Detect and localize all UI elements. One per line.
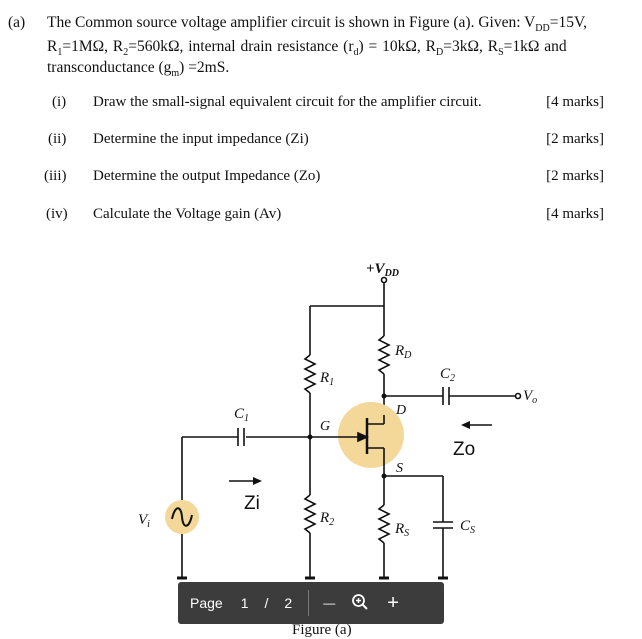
question-label: (a): [8, 14, 26, 31]
node-gate: [307, 434, 313, 440]
zoom-fit-button[interactable]: [351, 593, 369, 614]
r1-label: R1: [319, 370, 334, 388]
zi-arrow-head: [253, 477, 262, 485]
jfet-highlight: [338, 402, 404, 468]
vo-terminal: [514, 392, 522, 400]
question-line-1: The Common source voltage amplifier circ…: [47, 14, 588, 35]
question-line-3: transconductance (gm) =2mS.: [47, 59, 230, 80]
pdf-page-toolbar: Page 1 / 2 — +: [178, 582, 444, 624]
zoom-out-button[interactable]: —: [323, 596, 336, 610]
ac-wave-icon: [171, 507, 193, 527]
part-marks: [2 marks]: [546, 168, 604, 184]
cs-label: CS: [460, 518, 475, 536]
jfet-gate-arrow: [357, 431, 369, 443]
part-text: Determine the output Impedance (Zo): [93, 168, 321, 184]
rs-resistor: [377, 504, 391, 544]
part-num: (i): [52, 94, 67, 110]
question-line-2: R1=1MΩ, R2=560kΩ, internal drain resista…: [47, 38, 567, 59]
page-label: Page: [190, 595, 223, 611]
part-num: (iv): [46, 206, 68, 222]
part-text: Draw the small-signal equivalent circuit…: [93, 94, 482, 110]
rd-resistor: [377, 335, 391, 375]
c2-label: C2: [440, 366, 455, 384]
zoom-in-button[interactable]: +: [387, 591, 399, 614]
zo-label: Zo: [453, 439, 475, 460]
node-source: [381, 473, 387, 479]
node-drain: [381, 393, 387, 399]
source-label: S: [396, 461, 403, 476]
part-num: (ii): [48, 131, 67, 147]
zo-arrow-head: [461, 421, 470, 429]
total-pages: 2: [284, 595, 293, 611]
rd-label: RD: [394, 343, 412, 361]
part-text: Determine the input impedance (Zi): [93, 131, 309, 147]
r2-resistor: [303, 494, 317, 534]
part-text: Calculate the Voltage gain (Av): [93, 206, 282, 222]
part-marks: [2 marks]: [546, 131, 604, 147]
r2-label: R2: [319, 510, 334, 528]
part-marks: [4 marks]: [546, 206, 604, 222]
toolbar-divider: [308, 590, 310, 616]
c1-label: C1: [234, 406, 249, 424]
zoom-icon: [352, 593, 368, 610]
part-num: (iii): [44, 168, 67, 184]
drain-label: D: [395, 403, 406, 418]
rs-label: RS: [394, 521, 409, 539]
r1-resistor: [303, 354, 317, 394]
vo-label: Vo: [523, 388, 537, 406]
page-separator: /: [264, 595, 269, 611]
vdd-terminal: [380, 276, 388, 284]
vdd-label: +VDD: [366, 261, 399, 279]
figure-caption: Figure (a): [292, 622, 352, 638]
part-marks: [4 marks]: [546, 94, 604, 110]
current-page-input[interactable]: 1: [240, 595, 249, 611]
gate-label: G: [320, 419, 330, 434]
vi-label: Vi: [138, 512, 150, 530]
zi-label: Zi: [244, 493, 260, 514]
